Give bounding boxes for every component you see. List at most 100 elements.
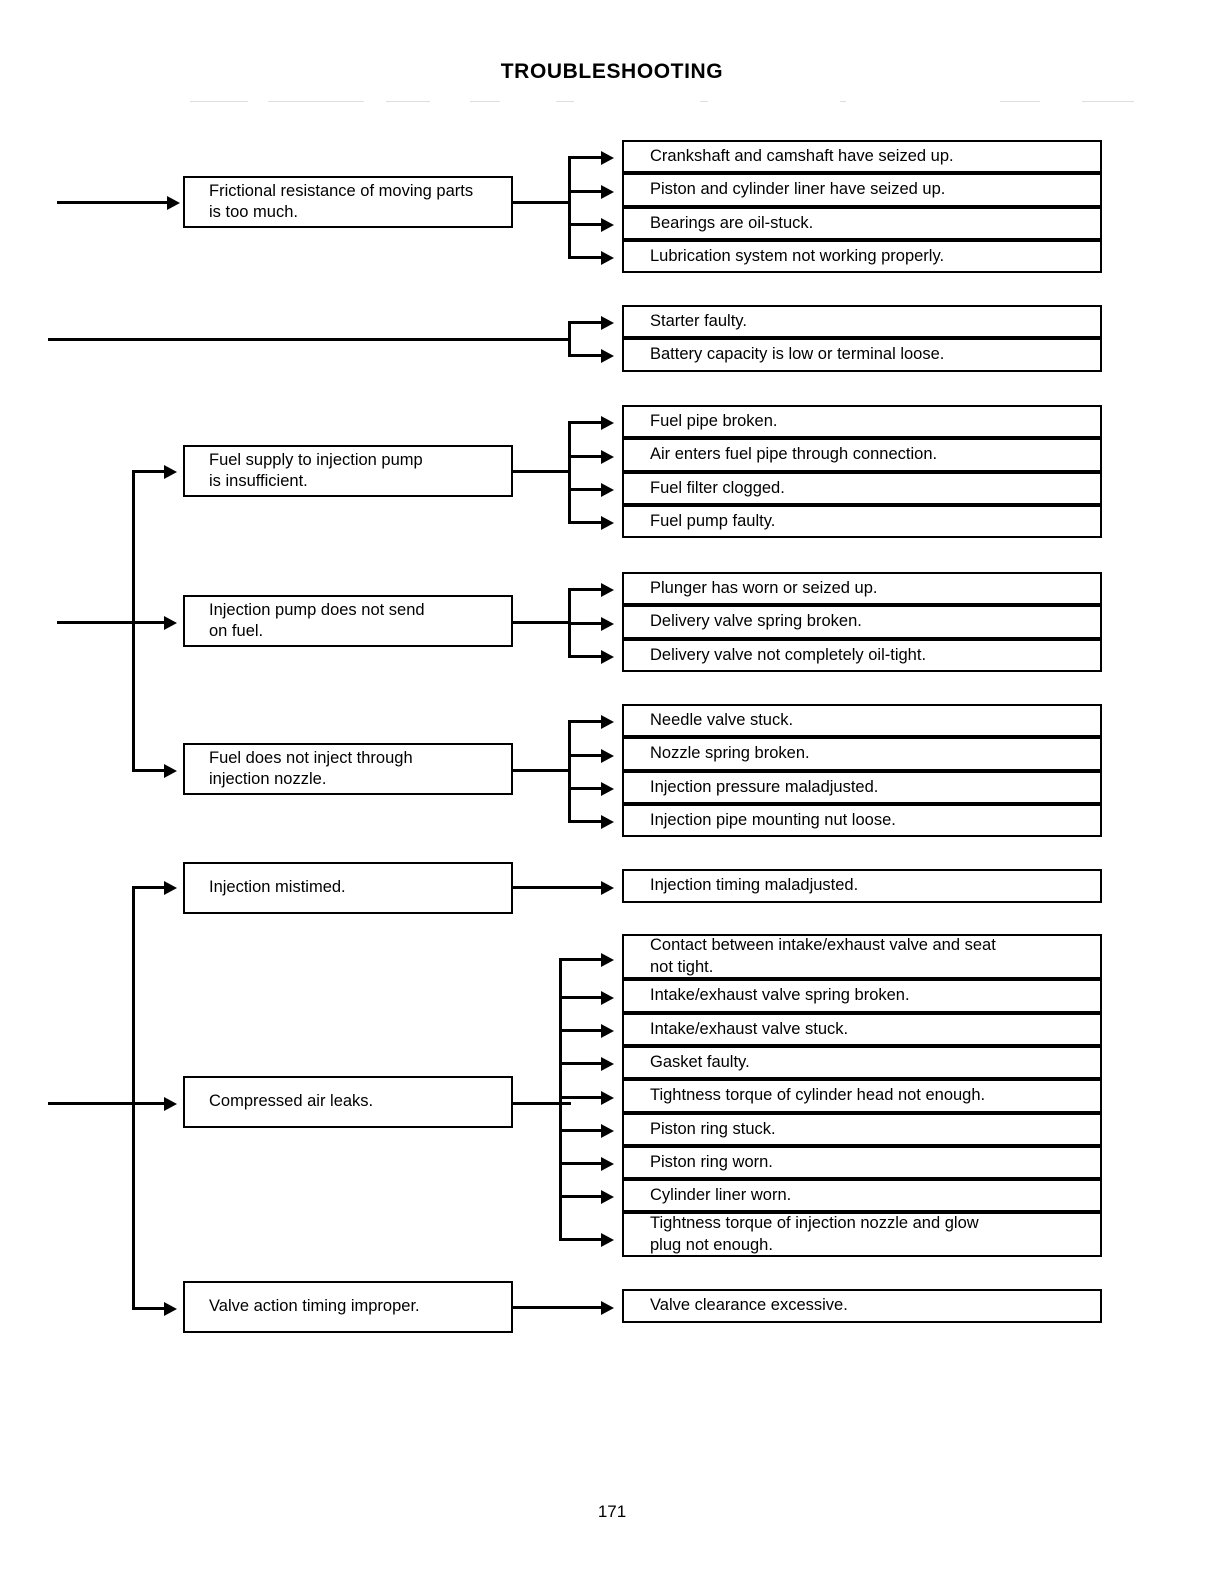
branch-arrow — [601, 991, 614, 1005]
cause-box: Lubrication system not working properly. — [622, 240, 1102, 273]
inflow-arrow-frictional — [167, 196, 180, 210]
cause-label: Tightness torque of injection nozzle and… — [650, 1214, 979, 1254]
branch-line — [559, 1062, 610, 1065]
cause-label: Contact between intake/exhaust valve and… — [650, 936, 996, 976]
cause-label: Needle valve stuck. — [650, 710, 794, 729]
symptom-box-injection-nozzle: Fuel does not inject through injection n… — [183, 743, 513, 795]
fuel-trunk-branch-line — [132, 769, 170, 772]
cause-label: Delivery valve not completely oil-tight. — [650, 645, 927, 664]
cause-box: Crankshaft and camshaft have seized up. — [622, 140, 1102, 173]
compression-trunk-branch-arrow — [164, 1097, 177, 1111]
branch-stem-compressed-air — [513, 1102, 571, 1105]
cause-label: Fuel pipe broken. — [650, 411, 778, 430]
cause-label: Battery capacity is low or terminal loos… — [650, 345, 945, 364]
inflow-line-fuel-trunk — [57, 621, 135, 624]
compression-trunk-branch-arrow — [164, 881, 177, 895]
branch-stem-frictional — [513, 201, 571, 204]
fuel-trunk-branch-line — [132, 470, 170, 473]
scan-artifact — [470, 101, 500, 102]
branch-arrow — [601, 1124, 614, 1138]
branch-arrow — [601, 1057, 614, 1071]
branch-arrow — [601, 617, 614, 631]
cause-label: Delivery valve spring broken. — [650, 612, 862, 631]
branch-stem-injection-pump — [513, 621, 571, 624]
cause-box: Injection timing maladjusted. — [622, 869, 1102, 903]
symptom-box-valve-action-timing: Valve action timing improper. — [183, 1281, 513, 1333]
branch-line — [568, 622, 610, 625]
branch-line-valve-action-timing — [513, 1306, 610, 1309]
cause-label: Tightness torque of cylinder head not en… — [650, 1086, 986, 1105]
branch-line — [568, 321, 610, 324]
cause-label: Intake/exhaust valve stuck. — [650, 1019, 849, 1038]
scan-artifact — [190, 101, 248, 102]
compression-trunk-branch-line — [132, 1102, 170, 1105]
branch-line — [568, 655, 610, 658]
cause-box: Fuel pipe broken. — [622, 405, 1102, 438]
fuel-trunk-branch-arrow — [164, 465, 177, 479]
branch-line — [568, 156, 610, 159]
scan-artifact — [386, 101, 430, 102]
cause-label: Nozzle spring broken. — [650, 744, 810, 763]
branch-line — [559, 1029, 610, 1032]
branch-arrow — [601, 416, 614, 430]
branch-arrow — [601, 1091, 614, 1105]
inflow-line-frictional — [57, 201, 169, 204]
branch-arrow — [601, 151, 614, 165]
scan-artifact — [556, 101, 574, 102]
branch-line — [568, 787, 610, 790]
cause-label: Intake/exhaust valve spring broken. — [650, 986, 910, 1005]
branch-line — [568, 754, 610, 757]
branch-arrow — [601, 1301, 614, 1315]
cause-box: Piston ring worn. — [622, 1146, 1102, 1179]
branch-line — [559, 1195, 610, 1198]
symptom-box-injection-mistimed: Injection mistimed. — [183, 862, 513, 914]
branch-line — [568, 190, 610, 193]
cause-label: Injection timing maladjusted. — [650, 876, 859, 895]
branch-arrow — [601, 516, 614, 530]
fuel-trunk-branch-line — [132, 621, 170, 624]
branch-arrow — [601, 782, 614, 796]
cause-box: Tightness torque of injection nozzle and… — [622, 1212, 1102, 1257]
branch-line — [568, 455, 610, 458]
cause-box: Fuel filter clogged. — [622, 472, 1102, 505]
symptom-box-injection-pump: Injection pump does not send on fuel. — [183, 595, 513, 647]
compression-trunk-branch-line — [132, 886, 170, 889]
fuel-trunk-branch-arrow — [164, 764, 177, 778]
scan-artifact — [840, 101, 846, 102]
branch-arrow — [601, 1233, 614, 1247]
inflow-line-compression-trunk — [48, 1102, 135, 1105]
branch-line — [568, 521, 610, 524]
compression-trunk-branch-arrow — [164, 1302, 177, 1316]
cause-box: Air enters fuel pipe through connection. — [622, 438, 1102, 472]
cause-box: Gasket faulty. — [622, 1046, 1102, 1079]
branch-line — [559, 1162, 610, 1165]
symptom-label: Frictional resistance of moving parts is… — [209, 181, 474, 221]
cause-box: Intake/exhaust valve spring broken. — [622, 979, 1102, 1013]
cause-box: Delivery valve spring broken. — [622, 605, 1102, 639]
scan-artifact — [700, 101, 708, 102]
cause-box: Valve clearance excessive. — [622, 1289, 1102, 1323]
branch-arrow — [601, 1024, 614, 1038]
branch-line — [568, 256, 610, 259]
cause-label: Piston ring worn. — [650, 1152, 773, 1171]
branch-line — [568, 223, 610, 226]
cause-label: Plunger has worn or seized up. — [650, 578, 878, 597]
cause-box: Plunger has worn or seized up. — [622, 572, 1102, 605]
cause-label: Injection pressure maladjusted. — [650, 777, 879, 796]
page-number: 171 — [597, 1502, 627, 1521]
branch-line — [568, 820, 610, 823]
symptom-label: Valve action timing improper. — [209, 1297, 420, 1316]
branch-stem-fuel-supply — [513, 470, 571, 473]
branch-arrow — [601, 483, 614, 497]
cause-box: Starter faulty. — [622, 305, 1102, 338]
cause-label: Crankshaft and camshaft have seized up. — [650, 146, 954, 165]
branch-trunk-starter — [568, 322, 571, 355]
cause-label: Piston and cylinder liner have seized up… — [650, 180, 946, 199]
branch-line — [568, 588, 610, 591]
branch-trunk-injection-nozzle — [568, 721, 571, 821]
cause-label: Starter faulty. — [650, 311, 747, 330]
fuel-trunk-branch-arrow — [164, 616, 177, 630]
branch-line — [568, 720, 610, 723]
symptom-label: Injection pump does not send on fuel. — [209, 600, 425, 640]
